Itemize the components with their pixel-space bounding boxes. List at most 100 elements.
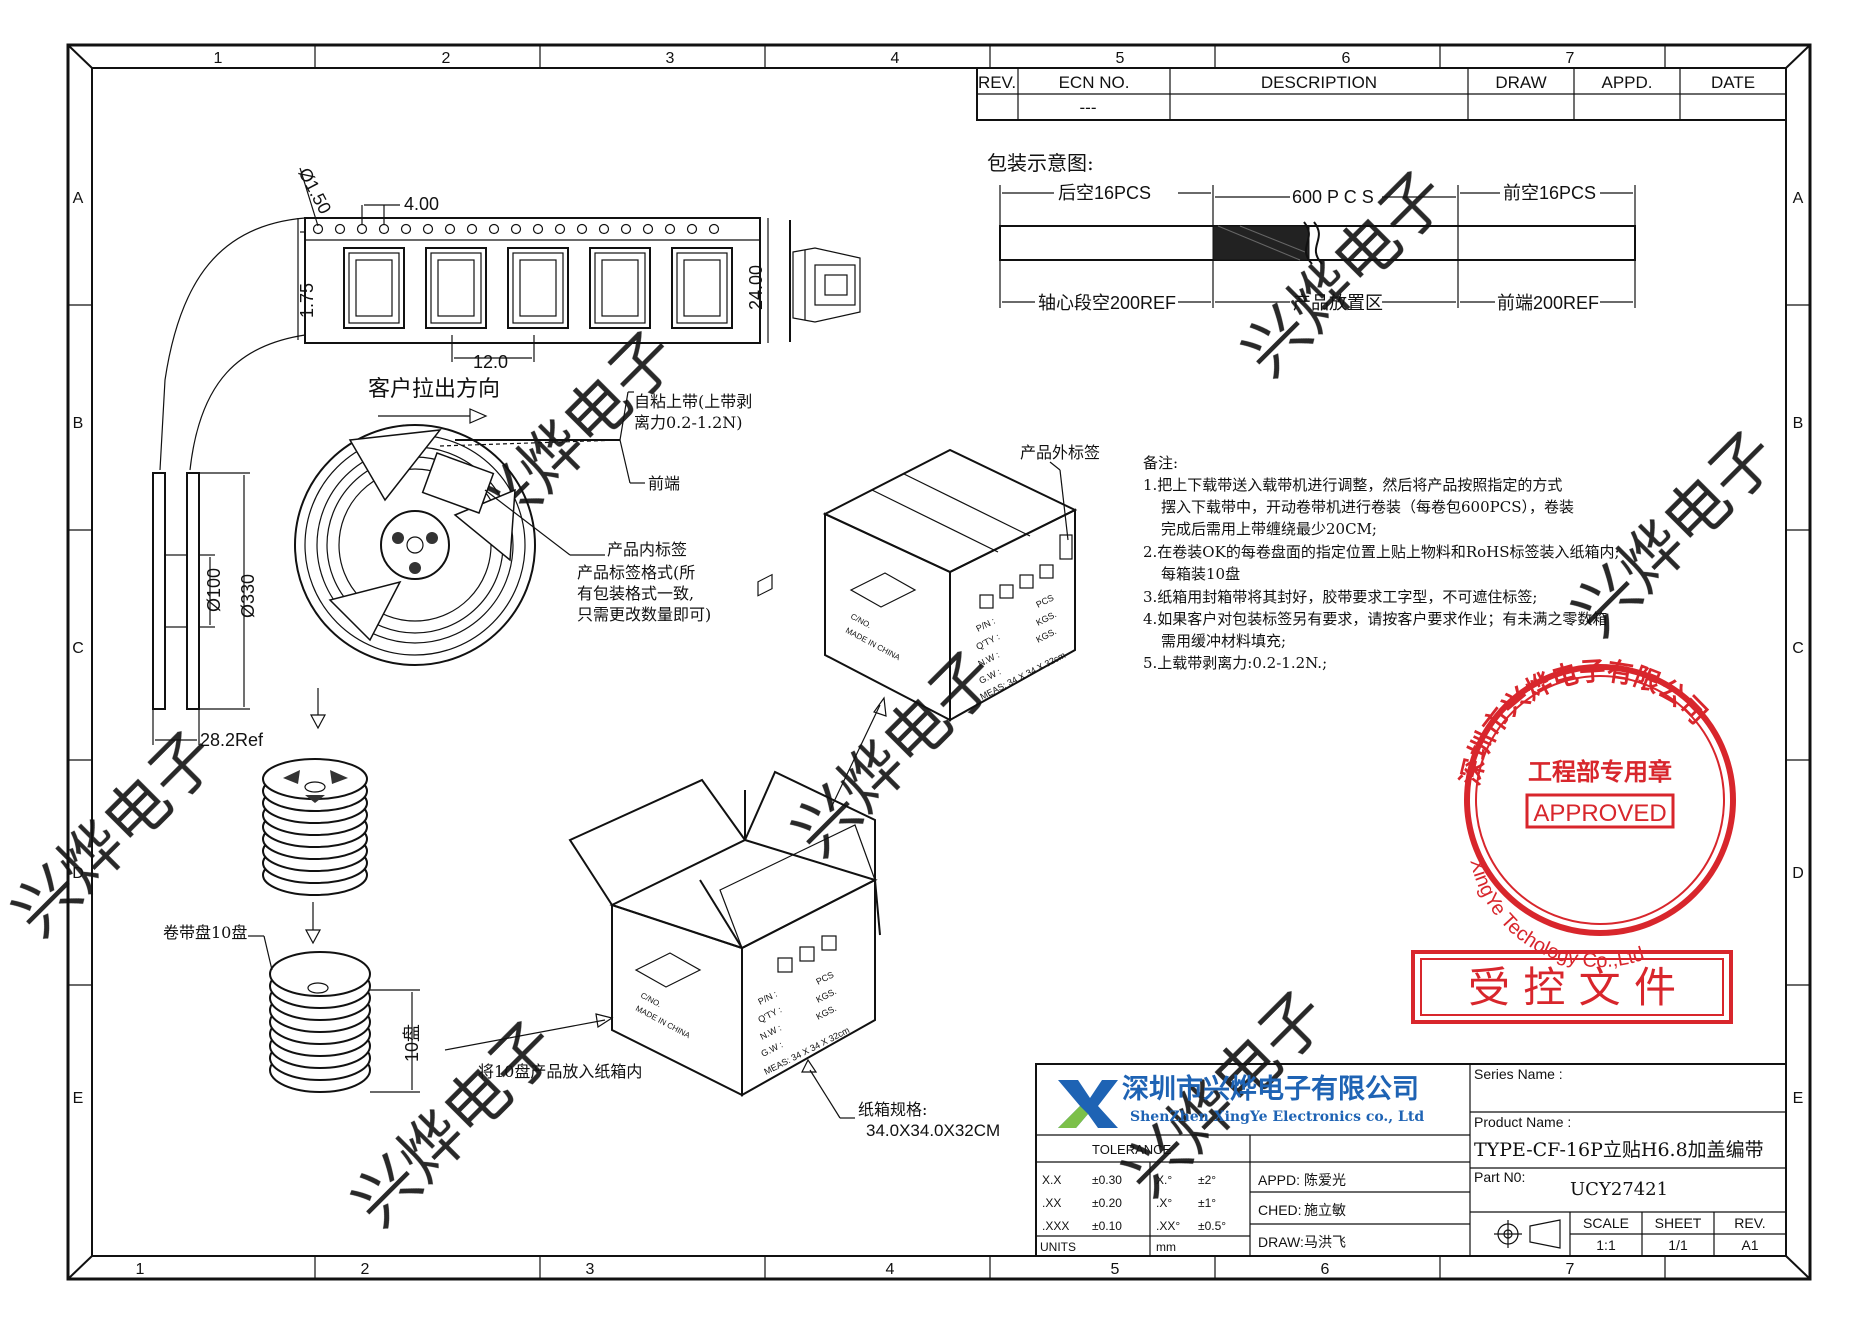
- tol-cell: ±0.20: [1092, 1196, 1122, 1210]
- pocket-pitch-dim: 12.0: [473, 352, 508, 372]
- outer-label-note: 产品外标签: [1020, 443, 1100, 462]
- cover-tape-note-2: 离力0.2-1.2N): [634, 413, 743, 432]
- right-row-label: B: [1793, 415, 1804, 432]
- sprocket-holes: [312, 223, 720, 235]
- note-line: 摆入下载带中，开动卷带机进行卷装（每卷包600PCS），卷装: [1161, 498, 1574, 516]
- inner-label-note-1: 产品标签格式(所: [577, 563, 695, 582]
- notes-title: 备注:: [1143, 454, 1178, 472]
- carton-made-in: MADE IN CHINA: [634, 1004, 692, 1041]
- product-zone-fill: [1212, 225, 1310, 261]
- bottom-col-label: 3: [586, 1261, 595, 1278]
- projection-symbol-icon: [1494, 1219, 1561, 1249]
- rev-header: REV.: [978, 73, 1016, 92]
- left-row-label: A: [73, 190, 84, 207]
- scale-label: SCALE: [1583, 1215, 1629, 1231]
- top-col-label: 2: [442, 50, 451, 67]
- note-line: 2.在卷装OK的每卷盘面的指定位置上贴上物料和RoHS标签装入纸箱内;: [1143, 543, 1620, 561]
- company-name-cn: 深圳市兴烨电子有限公司: [1122, 1073, 1419, 1104]
- tol-cell: ±0.10: [1092, 1219, 1122, 1233]
- part-no-value: UCY27421: [1570, 1179, 1668, 1200]
- tape-side-profile: [789, 220, 861, 342]
- tol-cell: .XX°: [1156, 1219, 1180, 1233]
- reel-drawing: 客户拉出方向 Ø100 Ø330 28.2Ref: [152, 377, 752, 750]
- left-row-label: E: [73, 1090, 84, 1107]
- hub-dia-dim: Ø100: [204, 568, 224, 612]
- reel-dia-dim: Ø330: [238, 574, 258, 618]
- top-col-label: 4: [891, 50, 900, 67]
- carton-unit-pcs: PCS: [1034, 592, 1055, 609]
- left-row-label: C: [72, 640, 84, 657]
- tol-cell: ±0.5°: [1198, 1219, 1226, 1233]
- tape-pockets: [343, 247, 733, 329]
- draw-name: 马洪飞: [1304, 1235, 1346, 1251]
- tol-cell: X.°: [1156, 1173, 1172, 1187]
- controlled-doc-text: 受 控 文 件: [1468, 963, 1676, 1012]
- tol-cell: .XXX: [1042, 1219, 1069, 1233]
- inner-label-note-2: 有包装格式一致,: [577, 584, 694, 603]
- notes-block: 备注: 1.把上下载带送入载带机进行调整，然后将产品按照指定的方式 摆入下载带中…: [1143, 454, 1620, 672]
- bottom-col-label: 7: [1566, 1261, 1575, 1278]
- tol-cell: X.X: [1042, 1173, 1061, 1187]
- carton-pn: P/N :: [756, 989, 778, 1007]
- company-logo: [1058, 1080, 1118, 1128]
- reel-stacks: 卷带盘10盘 10盘: [163, 688, 422, 1093]
- carton-unit-kgs: KGS.: [814, 986, 838, 1005]
- pull-direction-label: 客户拉出方向: [368, 377, 500, 402]
- tol-cell: .X°: [1156, 1196, 1172, 1210]
- bottom-col-label: 5: [1111, 1261, 1120, 1278]
- hole-dia-dim: Ø1.50: [294, 164, 335, 217]
- right-row-label: A: [1793, 190, 1804, 207]
- stack-label: 卷带盘10盘: [163, 923, 247, 942]
- product-name-label: Product Name :: [1474, 1114, 1571, 1130]
- top-col-label: 3: [666, 50, 675, 67]
- carton-unit-pcs: PCS: [814, 969, 835, 986]
- inner-label-note-3: 只需更改数量即可): [577, 605, 711, 624]
- put-in-carton-label: 将10盘产品放入纸箱内: [478, 1062, 642, 1081]
- tape-width-dim: 24.00: [746, 265, 766, 310]
- carton-gw: G.W :: [759, 1039, 784, 1058]
- tolerance-label: TOLERANCE: [1092, 1142, 1172, 1157]
- left-row-label: B: [73, 415, 84, 432]
- tol-cell: ±0.30: [1092, 1173, 1122, 1187]
- bottom-col-label: 6: [1321, 1261, 1330, 1278]
- ched-label: CHED:: [1258, 1202, 1302, 1218]
- tail-empty-label: 后空16PCS: [1058, 183, 1151, 203]
- company-name-en: ShenZhen XingYe Electronics co., Ltd: [1130, 1109, 1424, 1125]
- inner-label-title: 产品内标签: [607, 540, 687, 559]
- description-header: DESCRIPTION: [1261, 73, 1377, 92]
- carton-unit-kgs: KGS.: [1034, 609, 1058, 628]
- note-line: 每箱装10盘: [1161, 565, 1240, 583]
- bottom-col-label: 2: [361, 1261, 370, 1278]
- note-line: 完成后需用上带缠绕最少20CM;: [1161, 520, 1377, 538]
- tol-cell: .XX: [1042, 1196, 1061, 1210]
- front-empty-label: 前空16PCS: [1503, 183, 1596, 203]
- note-line: 1.把上下载带送入载带机进行调整，然后将产品按照指定的方式: [1143, 476, 1562, 494]
- top-col-label: 7: [1566, 50, 1575, 67]
- left-row-label: D: [72, 865, 84, 882]
- ecn-value: ---: [1080, 98, 1097, 117]
- note-line: 5.上载带剥离力:0.2-1.2N.;: [1143, 654, 1327, 672]
- scale-value: 1:1: [1596, 1237, 1616, 1253]
- product-count-label: 600 P C S: [1292, 187, 1374, 207]
- rev-label: REV.: [1734, 1215, 1765, 1231]
- right-row-label: C: [1792, 640, 1804, 657]
- ched-name: 施立敏: [1304, 1203, 1346, 1219]
- watermark-text: 兴烨电子: [0, 718, 231, 950]
- series-name-label: Series Name :: [1474, 1066, 1563, 1082]
- note-line: 4.如果客户对包装标签另有要求，请按客户要求作业；有未满之零数箱: [1143, 610, 1607, 628]
- front-end-label: 前端200REF: [1497, 293, 1599, 313]
- edge-dist-dim: 1.75: [297, 283, 317, 318]
- tol-cell: ±1°: [1198, 1196, 1216, 1210]
- note-line: 3.纸箱用封箱带将其封好，胶带要求工字型，不可遮住标签;: [1143, 588, 1537, 606]
- bottom-col-label: 4: [886, 1261, 895, 1278]
- packaging-schematic: 包装示意图: 后空16PCS 600 P C S 前空16PCS 轴心段空200…: [987, 151, 1636, 313]
- drawing-border: 1 2 3 4 5 6 7 1 2 3 4 5 6 7 A B C D E A …: [66, 43, 1812, 1281]
- appd-label: APPD:: [1258, 1172, 1300, 1188]
- appd-header: APPD.: [1601, 73, 1652, 92]
- title-block: 深圳市兴烨电子有限公司 ShenZhen XingYe Electronics …: [1035, 1063, 1787, 1257]
- carton-qty: Q'TY :: [756, 1004, 783, 1024]
- stamp-approved: APPROVED: [1533, 800, 1666, 827]
- right-row-label: E: [1793, 1090, 1804, 1107]
- draw-header: DRAW: [1495, 73, 1546, 92]
- stamp-center-text: 工程部专用章: [1528, 758, 1672, 786]
